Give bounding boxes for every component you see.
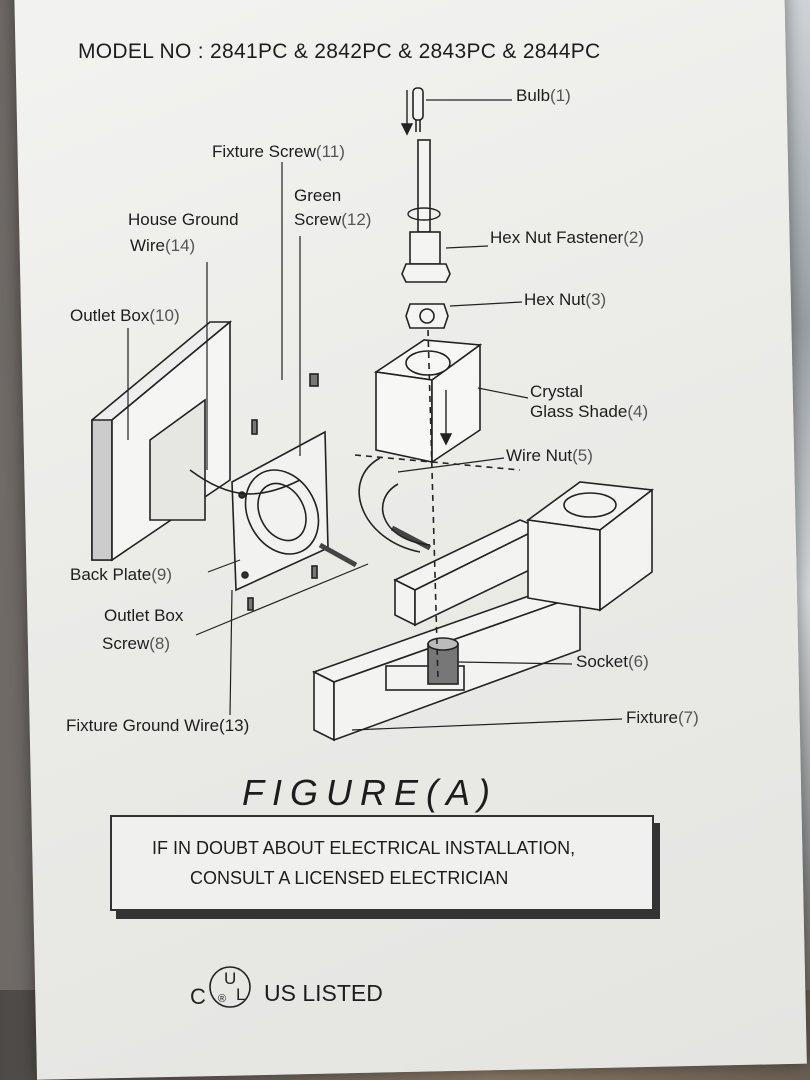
label-crystal-line2: Glass Shade(4) [530, 402, 649, 421]
hex-nut-fastener-drawing [401, 139, 451, 329]
warning-line-1: IF IN DOUBT ABOUT ELECTRICAL INSTALLATIO… [152, 838, 576, 858]
label-socket: Socket(6) [576, 652, 649, 671]
cul-letter-l: L [236, 985, 245, 1004]
cul-letter-c: C [190, 984, 206, 1009]
cul-registered: ® [218, 993, 226, 1005]
label-back-plate: Back Plate(9) [70, 565, 173, 584]
cul-letter-u: U [224, 969, 236, 988]
label-outlet-screw-line1: Outlet Box [104, 606, 184, 625]
label-crystal-line1: Crystal [530, 382, 583, 401]
socket-drawing [427, 637, 459, 685]
fixture-drawing [311, 481, 655, 742]
bulb-drawing [412, 87, 424, 132]
fixture-wires-drawing [358, 457, 421, 553]
label-wire-nut: Wire Nut(5) [506, 446, 593, 465]
label-hex-nut: Hex Nut(3) [524, 290, 607, 309]
label-bulb: Bulb(1) [516, 86, 571, 105]
label-outlet-screw-line2: Screw(8) [102, 634, 171, 653]
label-hex-nut-fastener: Hex Nut Fastener(2) [490, 228, 645, 247]
label-outlet-box: Outlet Box(10) [70, 306, 180, 325]
crystal-shade-drawing [373, 339, 483, 464]
label-green-screw-line2: Screw(12) [294, 210, 372, 229]
model-number-header: MODEL NO : 2841PC & 2842PC & 2843PC & 28… [78, 40, 601, 63]
label-house-ground-line2: Wire(14) [130, 236, 196, 255]
figure-title: FIGURE(A) [242, 772, 498, 813]
outlet-box-drawing [91, 320, 233, 562]
label-fixture-ground-wire: Fixture Ground Wire(13) [66, 716, 250, 735]
label-house-ground-line1: House Ground [128, 210, 239, 229]
label-fixture-screw: Fixture Screw(11) [212, 142, 345, 161]
back-plate-drawing [231, 430, 329, 592]
certification-text: US LISTED [264, 980, 383, 1006]
label-green-screw-line1: Green [294, 186, 342, 205]
warning-box [110, 815, 654, 911]
warning-line-2: CONSULT A LICENSED ELECTRICIAN [190, 868, 509, 888]
house-ground-wire-drawing [189, 469, 301, 495]
label-fixture: Fixture(7) [626, 708, 699, 727]
cul-listed-logo: C U L ® [190, 966, 251, 1009]
